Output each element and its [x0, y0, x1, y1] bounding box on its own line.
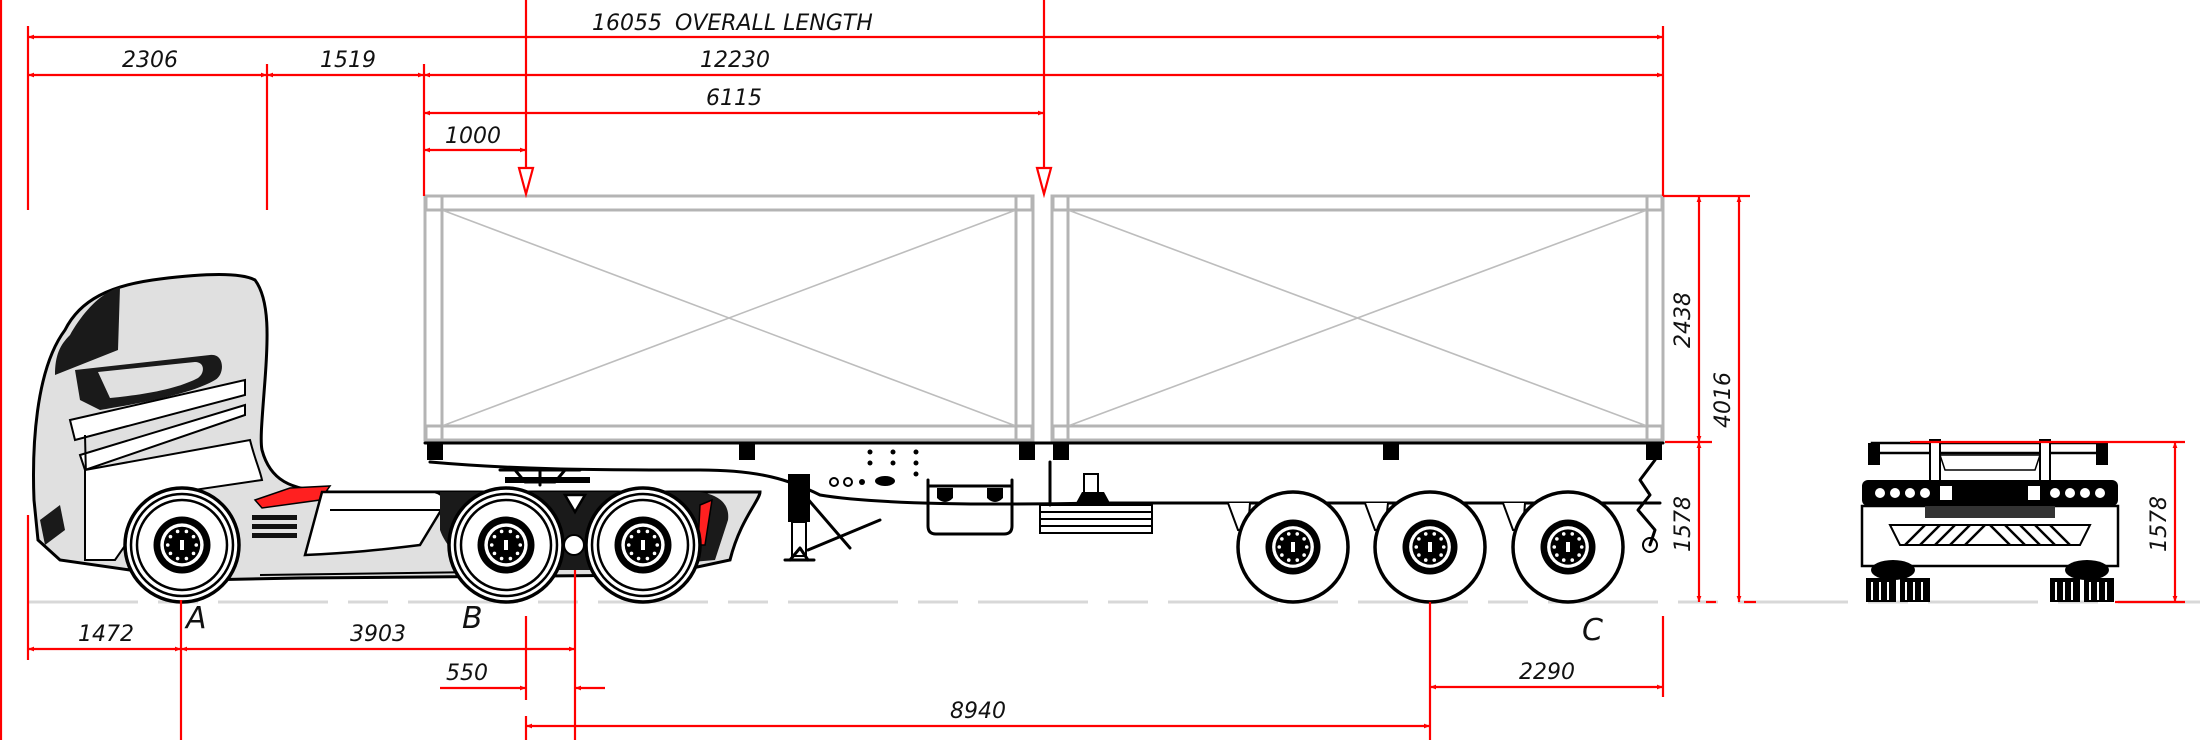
toolbox [926, 478, 1014, 536]
label-550: 550 [446, 661, 488, 686]
label-6115: 6115 [706, 86, 762, 111]
container-front [423, 194, 1035, 442]
cog-arrow-front [517, 166, 535, 199]
label-8940: 8940 [950, 699, 1006, 724]
cog-arrow-rear [1035, 166, 1053, 199]
label-12230: 12230 [700, 48, 770, 73]
landing-gear [783, 474, 882, 562]
label-2290: 2290 [1519, 660, 1575, 685]
label-3903: 3903 [350, 622, 406, 647]
trailer-wheel-2 [1373, 490, 1487, 604]
trailer-wheel-3 [1511, 490, 1625, 604]
container-rear [1050, 194, 1665, 442]
rear-view [1860, 439, 2120, 602]
axle-label-c: C [1582, 613, 1603, 648]
label-1519: 1519 [320, 48, 376, 73]
trailer-axles [1236, 490, 1625, 604]
axle-label-b: B [462, 601, 483, 636]
label-overall-length-text: OVERALL LENGTH [675, 11, 873, 36]
dimension-labels: 16055 OVERALL LENGTH 2306 1519 12230 611… [78, 11, 2172, 724]
trailer-wheel-1 [1236, 490, 1350, 604]
drive-wheel-1 [447, 486, 565, 604]
label-1578-side: 1578 [1671, 496, 1696, 552]
label-2438: 2438 [1671, 292, 1696, 348]
label-1578-rear: 1578 [2147, 496, 2172, 552]
label-4016: 4016 [1711, 372, 1736, 428]
spare-wheel-carrier [1039, 460, 1153, 534]
label-overall-length-value: 16055 [592, 11, 662, 36]
trailer-chassis [423, 441, 1665, 562]
axle-label-a: A [184, 601, 207, 636]
label-1472: 1472 [78, 622, 134, 647]
label-2306: 2306 [122, 48, 178, 73]
drive-wheel-2 [584, 486, 702, 604]
front-wheel [123, 486, 241, 604]
label-1000: 1000 [445, 124, 501, 149]
